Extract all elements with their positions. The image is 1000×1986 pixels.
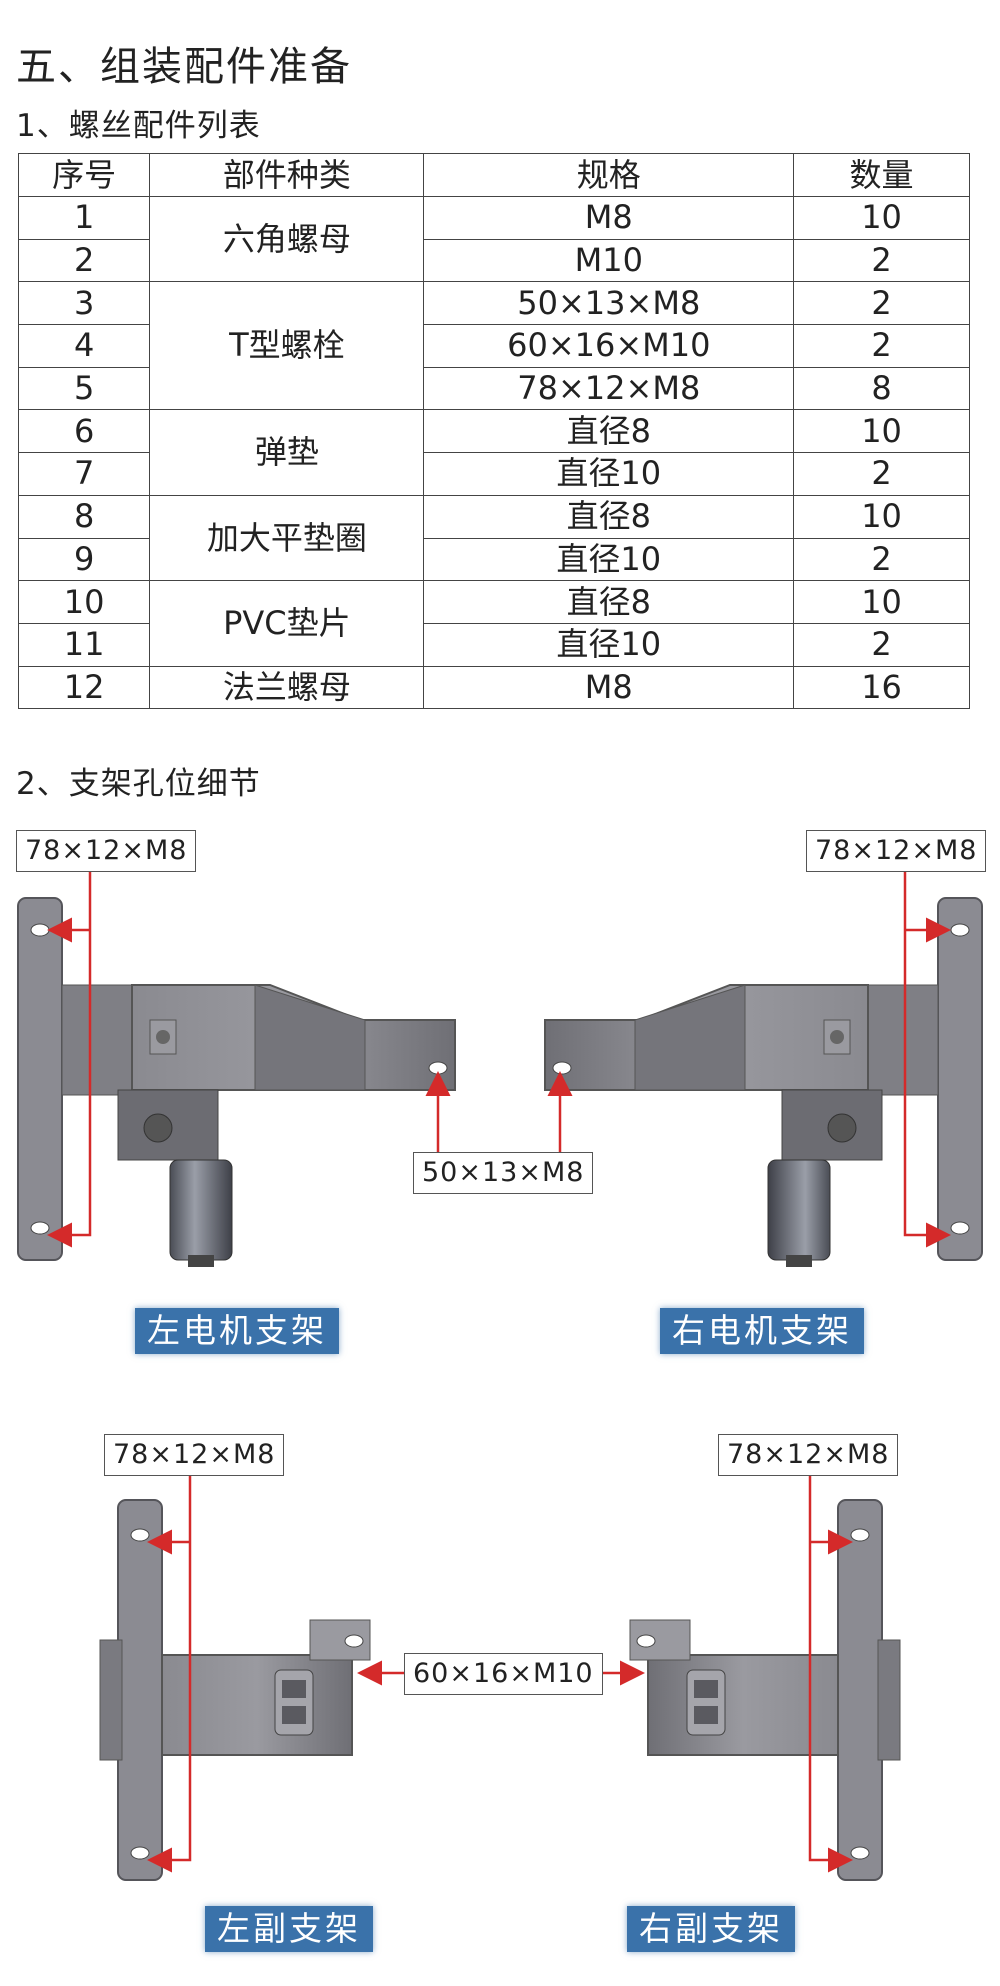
- cell-qty: 2: [793, 281, 970, 326]
- spec-label-50: 50×13×M8: [413, 1152, 594, 1194]
- spec-label-left-sub: 78×12×M8: [104, 1434, 285, 1476]
- cell-spec: 60×16×M10: [423, 324, 795, 368]
- table-row: 6 弹垫 直径8 10: [17, 409, 970, 496]
- slot-hole: [30, 923, 50, 937]
- cell-no: 7: [17, 452, 151, 496]
- table-row: 1 六角螺母 M8 10: [17, 195, 970, 283]
- table-row: 7 直径10 2: [17, 452, 970, 496]
- callout-lines: [47, 862, 951, 1873]
- cell-qty: 2: [793, 537, 970, 582]
- cell-spec: 直径8: [423, 494, 795, 539]
- cell-spec: M8: [423, 196, 795, 240]
- cell-no: 10: [17, 580, 151, 624]
- table-row: 4 60×16×M10 2: [17, 324, 970, 368]
- table-row: 5 78×12×M8 8: [17, 366, 970, 411]
- cell-spec: M8: [423, 665, 795, 710]
- cell-qty: 2: [793, 622, 970, 667]
- cell-spec: 78×12×M8: [423, 366, 795, 411]
- table-row: 2 M10 2: [17, 238, 970, 283]
- slot-hole: [428, 1061, 448, 1075]
- cell-no: 8: [17, 494, 151, 539]
- cell-qty: 2: [793, 238, 970, 283]
- slot-hole: [30, 1221, 50, 1235]
- header-qty: 数量: [793, 153, 970, 197]
- list-title: 1、螺丝配件列表: [16, 108, 261, 144]
- right-sub-bracket: [629, 1499, 901, 1881]
- mounting-plate: [17, 897, 63, 1261]
- arm: [131, 984, 456, 1091]
- table-row: 10 PVC垫片 直径8 10: [17, 580, 970, 667]
- table-row: 11 直径10 2: [17, 622, 970, 667]
- cell-qty: 10: [793, 409, 970, 454]
- header-spec: 规格: [423, 153, 795, 197]
- detail-title: 2、支架孔位细节: [16, 766, 261, 802]
- cell-spec: 直径10: [423, 622, 795, 667]
- cell-type: 加大平垫圈: [149, 494, 425, 582]
- cell-no: 2: [17, 238, 151, 283]
- parts-table: 序号 部件种类 规格 数量 1 六角螺母 M8 10 2 M10 2 3 T型螺…: [17, 153, 970, 710]
- table-row: 3 T型螺栓 50×13×M8 2: [17, 281, 970, 411]
- cell-qty: 10: [793, 580, 970, 624]
- cell-no: 12: [17, 665, 151, 710]
- left-sub-bracket: [99, 1499, 371, 1881]
- cell-type: PVC垫片: [149, 580, 425, 667]
- spec-label-right-motor: 78×12×M8: [806, 830, 987, 872]
- cell-no: 5: [17, 366, 151, 411]
- cell-qty: 10: [793, 494, 970, 539]
- header-no: 序号: [17, 153, 151, 197]
- table-header-row: 序号 部件种类 规格 数量: [17, 153, 970, 197]
- spec-label-left-motor: 78×12×M8: [16, 830, 197, 872]
- cell-type: 法兰螺母: [149, 665, 425, 710]
- cell-qty: 16: [793, 665, 970, 710]
- cell-type: 弹垫: [149, 409, 425, 496]
- cell-qty: 2: [793, 452, 970, 496]
- caption-right-motor: 右电机支架: [660, 1308, 864, 1354]
- spec-label-60: 60×16×M10: [404, 1653, 603, 1695]
- table-row: 8 加大平垫圈 直径8 10: [17, 494, 970, 582]
- cell-no: 6: [17, 409, 151, 454]
- cell-spec: 50×13×M8: [423, 281, 795, 326]
- cell-no: 3: [17, 281, 151, 326]
- cell-no: 9: [17, 537, 151, 582]
- caption-right-sub: 右副支架: [627, 1906, 795, 1952]
- cell-qty: 2: [793, 324, 970, 368]
- section-title: 五、组装配件准备: [16, 44, 352, 90]
- cell-type: 六角螺母: [149, 195, 425, 283]
- caption-left-motor: 左电机支架: [135, 1308, 339, 1354]
- cell-type: T型螺栓: [149, 281, 425, 411]
- cell-no: 11: [17, 622, 151, 667]
- cell-spec: 直径8: [423, 409, 795, 454]
- cell-no: 1: [17, 196, 151, 240]
- cell-spec: 直径10: [423, 537, 795, 582]
- caption-left-sub: 左副支架: [205, 1906, 373, 1952]
- cell-spec: M10: [423, 238, 795, 283]
- right-motor-bracket: [544, 897, 983, 1267]
- cell-spec: 直径8: [423, 580, 795, 624]
- motor: [169, 1159, 233, 1261]
- table-row: 12 法兰螺母 M8 16: [17, 665, 970, 710]
- spec-label-right-sub: 78×12×M8: [718, 1434, 899, 1476]
- cell-no: 4: [17, 324, 151, 368]
- header-type: 部件种类: [149, 153, 425, 197]
- cell-qty: 8: [793, 366, 970, 411]
- cell-spec: 直径10: [423, 452, 795, 496]
- left-motor-bracket: [17, 897, 456, 1267]
- cell-qty: 10: [793, 196, 970, 240]
